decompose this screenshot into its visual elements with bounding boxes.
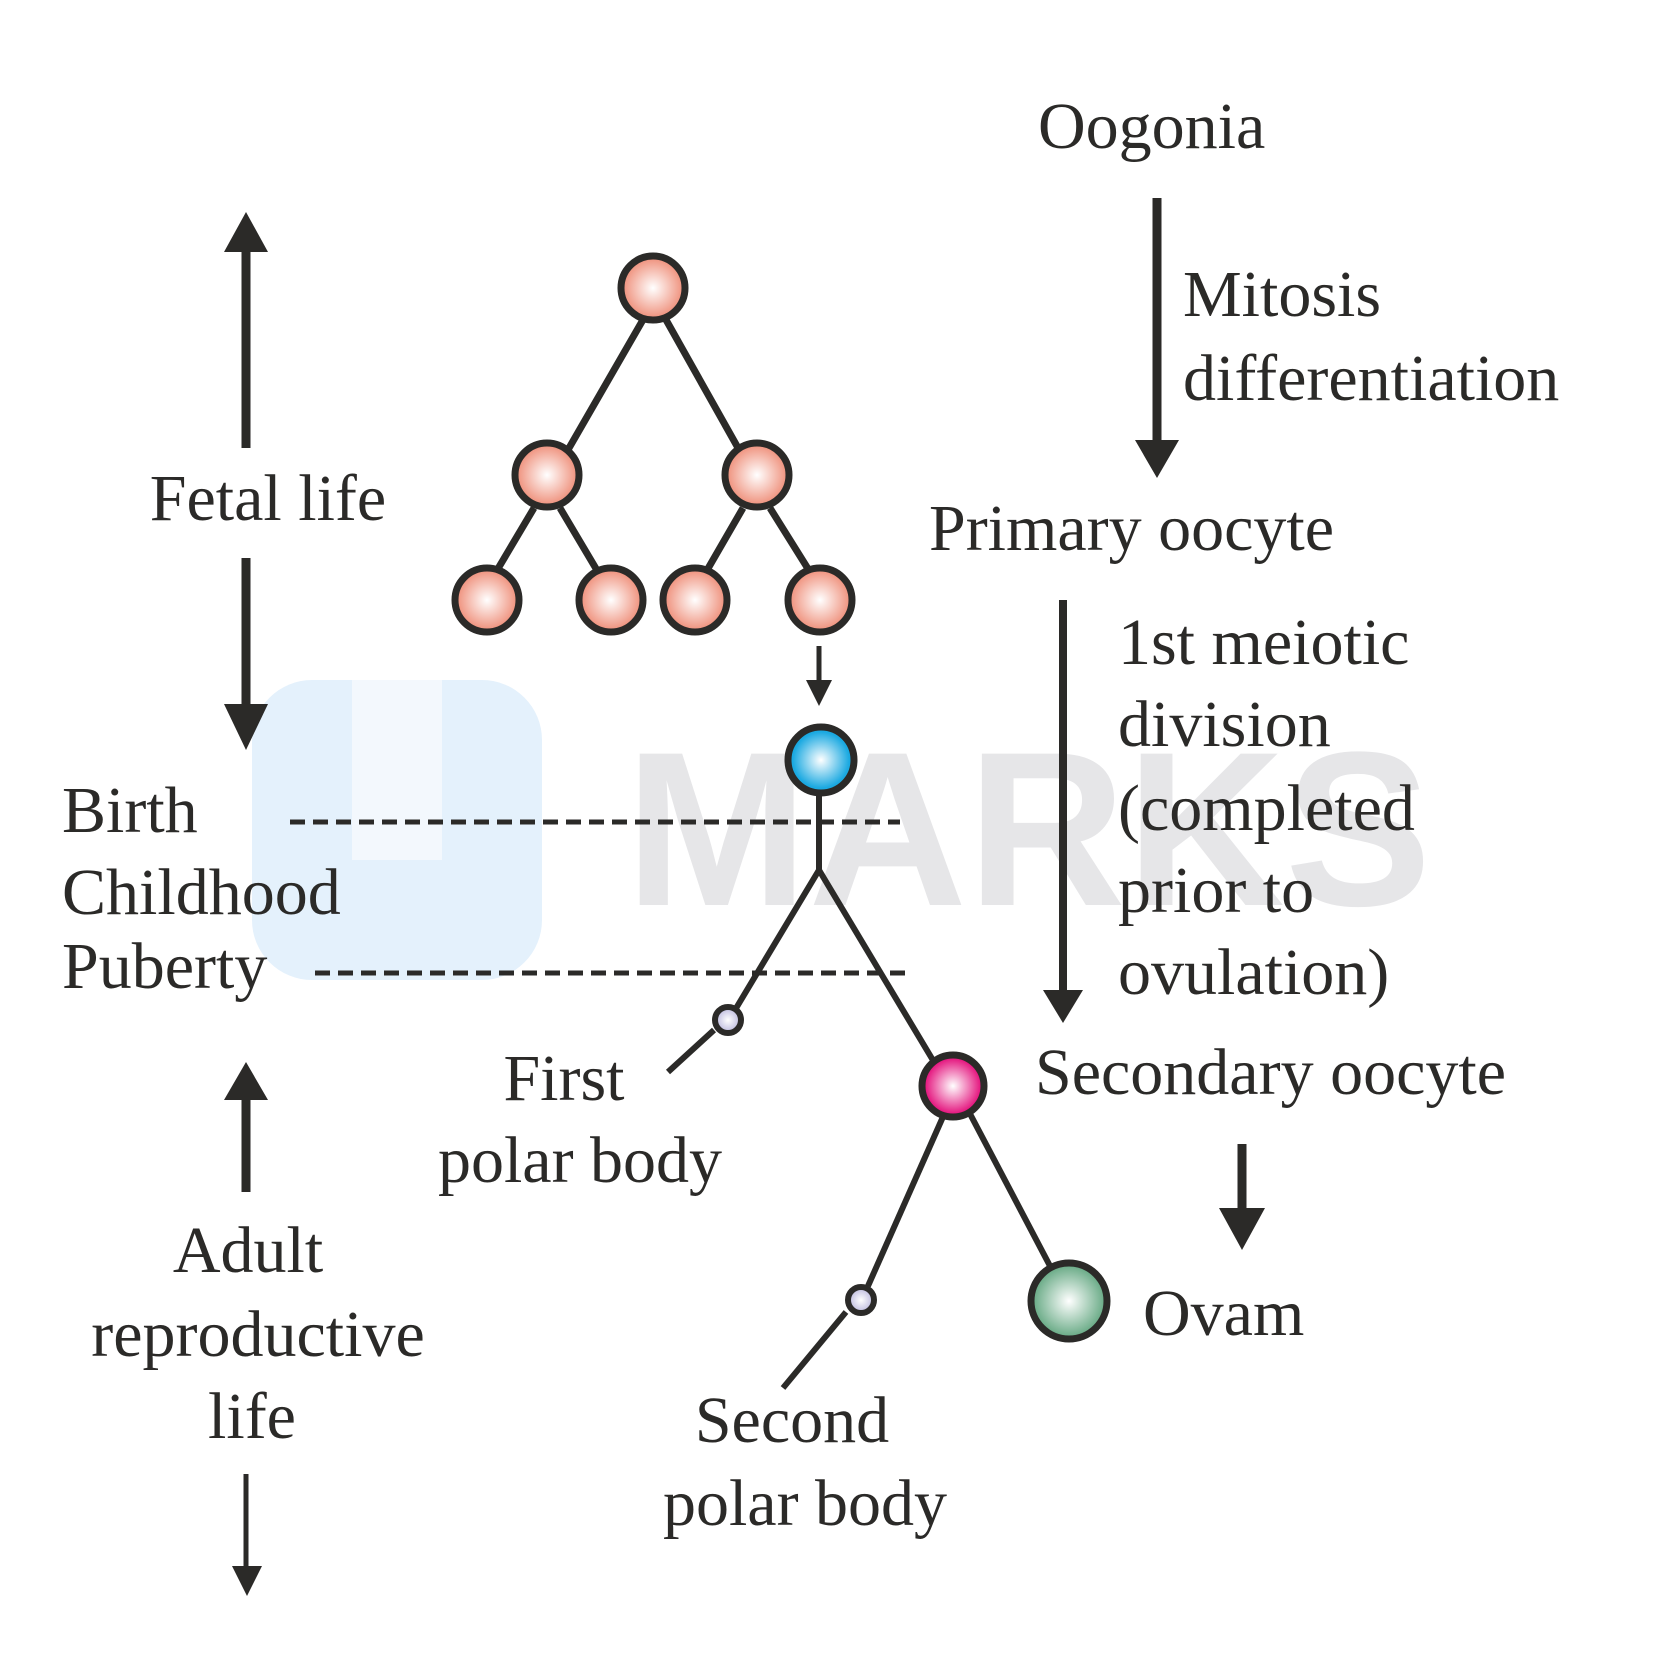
- label-first-polar-body-1: First: [503, 1042, 624, 1115]
- life-stage-arrows: [224, 212, 268, 1596]
- meiosis-lines: [665, 790, 1053, 1390]
- oogonia-cell: [721, 439, 793, 511]
- label-secondary-oocyte: Secondary oocyte: [1035, 1036, 1506, 1109]
- watermark-logo-bookmark: [352, 680, 442, 860]
- arrow-down-icon: [806, 680, 832, 706]
- label-primary-oocyte: Primary oocyte: [929, 492, 1334, 565]
- label-childhood: Childhood: [62, 856, 341, 929]
- ovum-cell: [1027, 1259, 1111, 1343]
- label-meiosis-3: (completed: [1118, 772, 1415, 845]
- oogonia-tree-lines: [492, 316, 813, 574]
- label-ovum: Ovam: [1143, 1277, 1304, 1350]
- label-second-polar-body-2: polar body: [663, 1467, 947, 1540]
- secondary-oocyte-cell: [918, 1051, 988, 1121]
- label-differentiation: differentiation: [1183, 342, 1559, 415]
- label-first-polar-body-2: polar body: [438, 1124, 722, 1197]
- label-mitosis: Mitosis: [1183, 258, 1381, 331]
- arrow-down-icon: [1219, 1208, 1265, 1250]
- label-meiosis-4: prior to: [1118, 854, 1314, 927]
- oogonia-cell: [617, 252, 689, 324]
- label-fetal-life: Fetal life: [150, 462, 386, 535]
- oogonia-cell: [575, 564, 647, 636]
- arrow-down-icon: [224, 704, 268, 750]
- label-meiosis-5: ovulation): [1118, 936, 1389, 1009]
- watermark-text: MARKS: [625, 706, 1432, 952]
- oogonia-cell: [784, 564, 856, 636]
- arrow-up-icon: [224, 212, 268, 252]
- watermark: MARKS: [252, 680, 1432, 980]
- label-meiosis-2: division: [1118, 688, 1331, 761]
- label-life: life: [208, 1380, 296, 1453]
- oogonia-cell: [511, 439, 583, 511]
- arrow-down-icon: [232, 1566, 262, 1596]
- oogonia-cell: [659, 564, 731, 636]
- second-polar-body-cell: [845, 1284, 877, 1316]
- oogonia-cell: [451, 564, 523, 636]
- label-second-polar-body-1: Second: [695, 1384, 889, 1457]
- label-birth: Birth: [62, 774, 198, 847]
- primary-oocyte-cell: [784, 723, 858, 797]
- label-puberty: Puberty: [62, 930, 267, 1003]
- arrow-down-icon: [1135, 440, 1179, 478]
- label-oogonia: Oogonia: [1038, 90, 1265, 163]
- arrow-down-icon: [1043, 990, 1083, 1023]
- first-polar-body-cell: [712, 1004, 744, 1036]
- arrow-up-icon: [224, 1062, 268, 1100]
- oogonia-cells: [451, 252, 856, 636]
- label-meiosis-1: 1st meiotic: [1118, 606, 1409, 679]
- label-reproductive: reproductive: [91, 1298, 425, 1371]
- label-adult: Adult: [173, 1214, 323, 1287]
